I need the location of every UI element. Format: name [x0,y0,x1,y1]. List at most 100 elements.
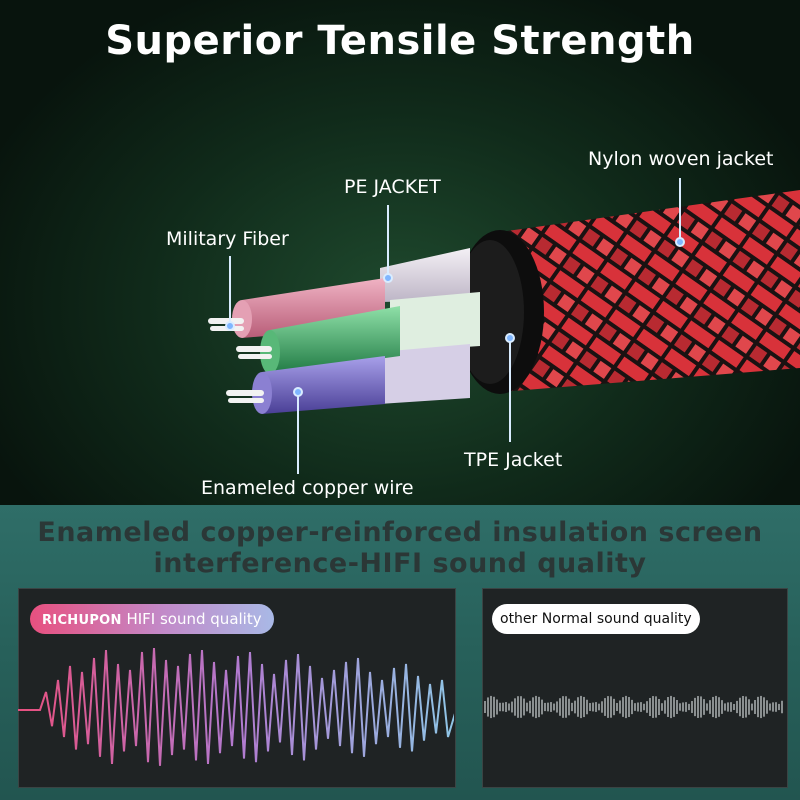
normal-wave-bar [514,698,516,716]
normal-wave-bar [613,698,615,716]
normal-wave-bar [715,695,717,719]
normal-wave-bar [571,702,573,712]
normal-wave-bar [691,701,693,713]
label-nylon-woven-jacket: Nylon woven jacket [588,148,774,170]
normal-wave-bar [505,702,507,712]
normal-wave-bar [487,697,489,717]
cable-illustration [208,178,800,474]
normal-wave-bar [676,700,678,714]
normal-wave-bar [583,696,585,718]
normal-badge: other Normal sound quality [492,604,700,634]
normal-wave-bar [706,703,708,711]
normal-wave-bar [568,698,570,716]
normal-wave-bar [655,696,657,718]
label-tpe-jacket: TPE Jacket [464,449,563,471]
normal-wave-bar [523,698,525,716]
normal-wave-bar [547,702,549,712]
normal-wave-bar [778,703,780,711]
normal-wave-bar [484,700,486,714]
normal-wave-bar [661,703,663,711]
normal-wave-bar [697,696,699,718]
normal-wave-bar [562,696,564,718]
military-fibers [208,318,272,403]
normal-wave-bar [535,695,537,719]
normal-wave-bar [763,697,765,717]
normal-wave-bar [601,701,603,713]
normal-wave-bar [664,700,666,714]
normal-wave-bar [550,702,552,712]
normal-wave-bar [748,699,750,715]
normal-wave-bar [760,695,762,719]
normal-wave-bar [580,695,582,719]
normal-wave-bar [508,703,510,711]
normal-wave-bar [724,703,726,711]
normal-wave-bar [766,700,768,714]
brand-name: RICHUPON [42,613,122,628]
normal-wave-bar [742,696,744,718]
normal-wave-bar [646,701,648,713]
normal-wave-bar [589,703,591,711]
label-military-fiber: Military Fiber [166,228,289,250]
normal-wave-bar [649,697,651,717]
normal-wave-bar [556,701,558,713]
normal-wave-bar [634,703,636,711]
hifi-badge: RICHUPON HIFI sound quality [30,604,274,634]
hifi-waveform [18,647,454,766]
normal-wave-bar [727,702,729,712]
normal-wave-bar [559,698,561,716]
tpe-jacket-ring [456,230,544,394]
normal-wave-bar [700,696,702,718]
normal-wave-bar [625,695,627,719]
wire-green [260,306,400,374]
normal-wave-bar [586,699,588,715]
normal-waveform [484,695,783,719]
normal-wave-bar [490,695,492,719]
normal-wave-bar [541,699,543,715]
hifi-label: HIFI sound quality [126,610,262,628]
normal-wave-bar [631,699,633,715]
normal-wave-bar [652,696,654,718]
normal-wave-bar [526,702,528,712]
normal-wave-bar [733,703,735,711]
normal-wave-bar [622,697,624,717]
normal-wave-bar [718,697,720,717]
normal-wave-bar [736,700,738,714]
normal-wave-bar [769,703,771,711]
normal-wave-bar [607,696,609,718]
normal-wave-bar [496,699,498,715]
normal-wave-bar [619,700,621,714]
normal-wave-bar [538,696,540,718]
normal-wave-bar [703,699,705,715]
normal-wave-bar [739,697,741,717]
label-pe-jacket: PE JACKET [344,176,441,198]
normal-wave-bar [532,697,534,717]
normal-wave-bar [709,700,711,714]
normal-wave-bar [499,702,501,712]
normal-wave-bar [592,702,594,712]
normal-wave-bar [754,699,756,715]
normal-wave-bar [604,698,606,716]
normal-wave-bar [643,703,645,711]
normal-wave-bar [598,703,600,711]
normal-wave-bar [553,703,555,711]
normal-wave-bar [565,696,567,718]
normal-wave-bar [667,697,669,717]
normal-wave-bar [517,696,519,718]
normal-wave-bar [781,700,783,714]
normal-wave-bar [529,700,531,714]
normal-wave-bar [721,700,723,714]
normal-wave-bar [772,702,774,712]
hifi-wave-line [18,647,454,766]
normal-wave-bar [775,702,777,712]
normal-wave-bar [658,698,660,716]
page-title: Superior Tensile Strength [105,18,695,64]
normal-wave-bar [694,697,696,717]
normal-wave-bar [730,702,732,712]
normal-wave-bar [685,702,687,712]
pe-jacket-sheaths [380,248,480,404]
subhead-line-2: interference-HIFI sound quality [153,548,647,579]
normal-wave-bar [628,697,630,717]
normal-wave-bar [595,702,597,712]
subhead-line-1: Enameled copper-reinforced insulation sc… [37,517,763,548]
normal-wave-bar [577,697,579,717]
